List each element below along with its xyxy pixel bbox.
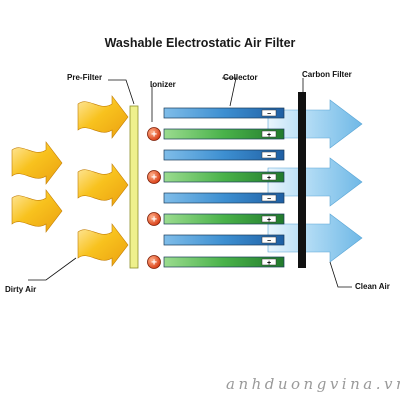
plus-sign: + bbox=[151, 130, 157, 141]
collector-leader bbox=[222, 77, 237, 107]
minus-sign: − bbox=[267, 153, 271, 160]
plus-sign: + bbox=[151, 258, 157, 269]
pre-filter-panel bbox=[129, 105, 139, 269]
minus-sign: − bbox=[267, 111, 271, 118]
collector-plate-positive bbox=[163, 128, 285, 140]
dirty-air-arrow bbox=[77, 95, 129, 139]
ionizer-label: Ionizer bbox=[150, 80, 176, 89]
ionizer-wire bbox=[147, 170, 161, 184]
polarity-tabs bbox=[261, 109, 277, 266]
plus-sign: + bbox=[267, 260, 271, 267]
dirty-air-arrows bbox=[11, 95, 129, 267]
dirty-air-leader bbox=[28, 257, 77, 281]
ionizer-wires bbox=[147, 127, 161, 269]
polarity-signs: − + − + − + − + bbox=[267, 111, 271, 267]
plus-sign: + bbox=[267, 217, 271, 224]
ionizer-signs: + + + + bbox=[151, 130, 157, 269]
ionizer-wire bbox=[147, 255, 161, 269]
leader-lines bbox=[28, 77, 352, 288]
collector-label: Collector bbox=[223, 73, 258, 82]
collector-plate-positive bbox=[163, 256, 285, 268]
ionizer-wire bbox=[147, 212, 161, 226]
dirty-air-arrow bbox=[77, 223, 129, 267]
collector-plates bbox=[163, 107, 285, 268]
collector-plate-negative bbox=[163, 234, 285, 246]
clean-air-arrow bbox=[267, 213, 363, 263]
pre-filter-leader bbox=[108, 79, 135, 105]
clean-air-arrows bbox=[267, 99, 363, 263]
clean-air-leader bbox=[329, 261, 352, 288]
dirty-air-arrow bbox=[77, 163, 129, 207]
minus-sign: − bbox=[267, 238, 271, 245]
dirty-air-label: Dirty Air bbox=[5, 285, 37, 294]
collector-plate-positive bbox=[163, 171, 285, 183]
carbon-filter-label: Carbon Filter bbox=[302, 70, 352, 79]
pre-filter-label: Pre-Filter bbox=[67, 73, 103, 82]
carbon-filter-bar bbox=[298, 92, 306, 268]
collector-plate-negative bbox=[163, 192, 285, 204]
minus-sign: − bbox=[267, 196, 271, 203]
plus-sign: + bbox=[151, 173, 157, 184]
plus-sign: + bbox=[267, 175, 271, 182]
diagram-title: Washable Electrostatic Air Filter bbox=[104, 36, 296, 50]
dirty-air-arrow bbox=[11, 141, 63, 185]
collector-plate-negative bbox=[163, 107, 285, 119]
collector-plate-positive bbox=[163, 213, 285, 225]
plus-sign: + bbox=[267, 132, 271, 139]
clean-air-arrow bbox=[267, 99, 363, 149]
ionizer-wire bbox=[147, 127, 161, 141]
plus-sign: + bbox=[151, 215, 157, 226]
dirty-air-arrow bbox=[11, 189, 63, 233]
watermark: anhduongvina.vn bbox=[226, 375, 400, 393]
collector-plate-negative bbox=[163, 149, 285, 161]
clean-air-label: Clean Air bbox=[355, 282, 390, 291]
